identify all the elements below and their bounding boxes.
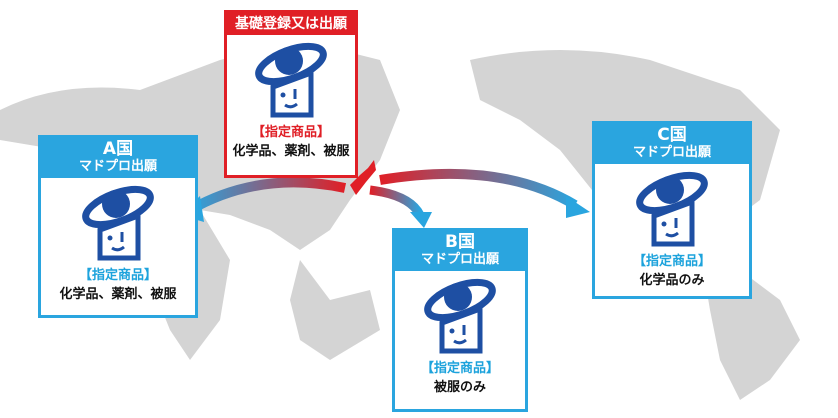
spec-label: 【指定商品】 bbox=[632, 254, 711, 270]
arrow-head-b bbox=[410, 212, 432, 228]
goods-list: 化学品、薬剤、被服 bbox=[59, 287, 177, 303]
goods-list: 被服のみ bbox=[433, 380, 486, 396]
madrid-logo-icon bbox=[255, 43, 327, 118]
japan-highlight bbox=[350, 160, 376, 195]
arrow-head-c bbox=[566, 196, 590, 218]
goods-list: 化学品のみ bbox=[639, 273, 705, 289]
country-b-box: B国マドプロ出願 【指定商品】 被服のみ bbox=[392, 228, 528, 412]
country-a-box: A国マドプロ出願 【指定商品】 化学品、薬剤、被服 bbox=[38, 135, 198, 318]
goods-list: 化学品、薬剤、被服 bbox=[232, 144, 350, 160]
arrow-to-b bbox=[369, 185, 425, 218]
origin-header: 基礎登録又は出願 bbox=[227, 13, 355, 36]
country-subtitle: マドプロ出願 bbox=[420, 251, 499, 267]
country-name: A国 bbox=[102, 139, 134, 159]
spec-label: 【指定商品】 bbox=[78, 268, 157, 284]
madrid-logo-icon bbox=[424, 279, 496, 354]
madrid-logo-icon bbox=[636, 172, 708, 247]
country-subtitle: マドプロ出願 bbox=[78, 158, 157, 174]
arrow-to-a bbox=[187, 177, 347, 215]
spec-label: 【指定商品】 bbox=[420, 361, 499, 377]
country-name: B国 bbox=[445, 232, 475, 252]
country-subtitle: マドプロ出願 bbox=[632, 144, 711, 160]
arrow-to-c bbox=[379, 168, 578, 210]
spec-label: 【指定商品】 bbox=[251, 125, 330, 141]
origin-box: 基礎登録又は出願 【指定商品】 化学品、薬剤、被服 bbox=[224, 10, 358, 178]
country-name: C国 bbox=[657, 125, 687, 145]
country-c-box: C国マドプロ出願 【指定商品】 化学品のみ bbox=[592, 121, 752, 299]
madrid-logo-icon bbox=[82, 186, 154, 261]
